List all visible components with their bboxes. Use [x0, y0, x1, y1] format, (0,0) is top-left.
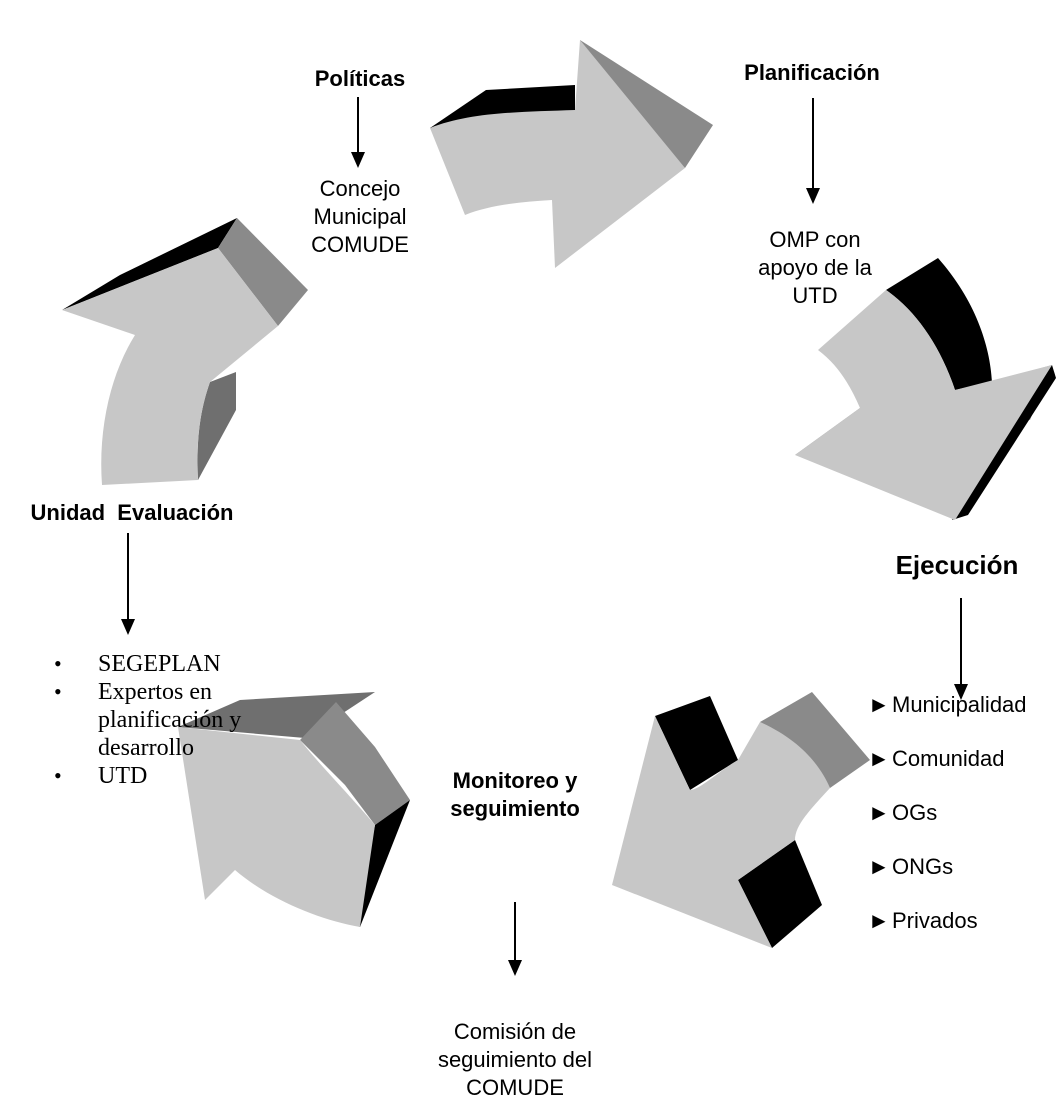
actor-line: COMUDE: [311, 232, 409, 257]
arrow-ejecucion-to-monitoreo: [612, 692, 870, 948]
arrow-inner-face: [197, 372, 236, 480]
actor-label: UTD: [98, 763, 148, 789]
arrow-face: [430, 40, 685, 268]
arrow-side-face: [760, 692, 870, 788]
arrow-side-face: [300, 702, 410, 825]
actor-line: OMP con: [769, 227, 861, 252]
politicas-arrow-line: [357, 97, 359, 153]
triangle-bullet-icon: ►: [868, 692, 890, 717]
list-item: • Expertos en planificación y desarrollo: [46, 678, 308, 762]
list-item: ►OGs: [868, 800, 1027, 854]
actor-line: apoyo de la: [758, 255, 872, 280]
arrow-face: [178, 727, 375, 927]
arrow-dark-block: [738, 840, 822, 948]
list-item: ►Municipalidad: [868, 692, 1027, 746]
planificacion-arrow-head: [806, 188, 820, 204]
list-item: • SEGEPLAN: [46, 650, 308, 678]
list-item: ►Privados: [868, 908, 1027, 962]
actor-line: COMUDE: [466, 1075, 564, 1100]
title-line: Monitoreo y: [452, 768, 578, 793]
arrow-side-face: [580, 40, 713, 168]
arrow-face: [795, 290, 1052, 520]
planificacion-actors: OMP con apoyo de la UTD: [735, 226, 895, 310]
triangle-bullet-icon: ►: [868, 854, 890, 879]
arrow-face: [62, 248, 278, 485]
monitoreo-arrow-line: [514, 902, 516, 962]
triangle-bullet-icon: ►: [868, 746, 890, 771]
monitoreo-arrow-head: [508, 960, 522, 976]
arrow-side-face: [218, 218, 308, 326]
actor-label: ONGs: [892, 854, 954, 879]
evaluacion-title: Unidad Evaluación: [30, 500, 234, 525]
arrow-monitoreo-to-evaluacion: [178, 692, 410, 927]
bullet-icon: •: [54, 679, 62, 704]
actor-label: OGs: [892, 800, 938, 825]
ejecucion-arrow-head: [954, 684, 968, 700]
evaluacion-actor-list: • SEGEPLAN • Expertos en planificación y d…: [46, 650, 308, 790]
arrow-face: [612, 716, 830, 948]
actor-label: Expertos en planificación y desarrollo: [98, 679, 242, 761]
arrow-dark-face: [886, 258, 992, 390]
planificacion-arrow-line: [812, 98, 814, 190]
list-item: ►ONGs: [868, 854, 1027, 908]
ejecucion-actor-list: ►Municipalidad ►Comunidad ►OGs ►ONGs ►Pr…: [868, 692, 1027, 962]
bullet-icon: •: [54, 763, 62, 788]
monitoreo-actors: Comisión de seguimiento del COMUDE: [410, 1018, 620, 1102]
politicas-title: Políticas: [314, 66, 406, 91]
ejecucion-title: Ejecución: [895, 550, 1019, 580]
arrow-dark-edge: [355, 800, 410, 927]
actor-line: Municipal: [313, 204, 407, 229]
actor-label: SEGEPLAN: [98, 651, 221, 677]
bullet-icon: •: [54, 651, 62, 676]
evaluacion-arrow-head: [121, 619, 135, 635]
actor-label: Municipalidad: [892, 692, 1027, 717]
actor-line: Concejo: [319, 176, 401, 201]
triangle-bullet-icon: ►: [868, 800, 890, 825]
politicas-arrow-head: [351, 152, 365, 168]
arrow-planificacion-to-ejecucion: [795, 258, 1056, 520]
list-item: ►Comunidad: [868, 746, 1027, 800]
title-line: seguimiento: [450, 796, 580, 821]
arrow-dark-block: [655, 696, 738, 790]
actor-label: Comunidad: [892, 746, 1005, 771]
arrow-politicas-to-planificacion: [430, 40, 713, 268]
list-item: • UTD: [46, 762, 308, 790]
actor-line: seguimiento del: [437, 1047, 593, 1072]
actor-line: UTD: [792, 283, 838, 308]
evaluacion-arrow-line: [127, 533, 129, 621]
ejecucion-arrow-line: [960, 598, 962, 686]
triangle-bullet-icon: ►: [868, 908, 890, 933]
planificacion-title: Planificación: [744, 60, 880, 85]
monitoreo-title: Monitoreo y seguimiento: [420, 767, 610, 823]
arrow-dark-edge: [62, 218, 237, 310]
actor-label: Privados: [892, 908, 978, 933]
arrow-evaluacion-to-politicas: [62, 218, 308, 485]
actor-line: Comisión de: [453, 1019, 577, 1044]
politicas-actors: Concejo Municipal COMUDE: [292, 175, 428, 259]
arrow-top-face: [178, 692, 375, 738]
